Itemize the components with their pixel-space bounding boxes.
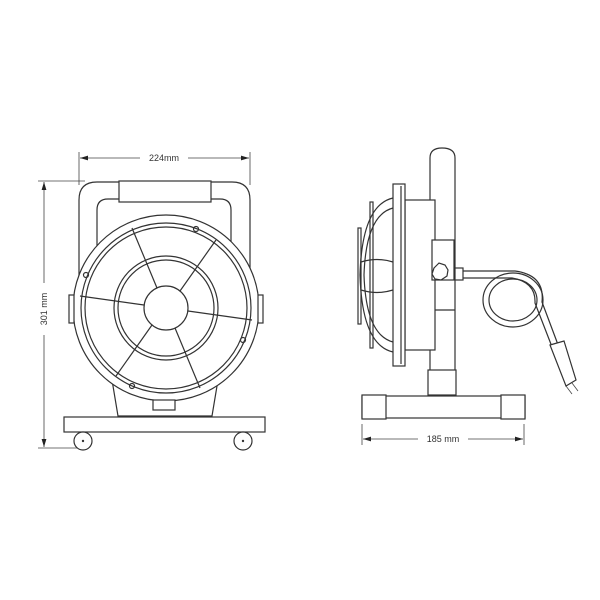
lamp-housing (72, 214, 260, 402)
height-dimension: 301 mm (38, 180, 85, 449)
adjust-knob (431, 262, 449, 281)
side-view: 185 mm (357, 147, 579, 445)
lamp-rim (392, 183, 406, 367)
guard-bars (79, 227, 253, 389)
depth-dimension: 185 mm (361, 424, 525, 445)
lamp-back (404, 199, 436, 351)
lens-center (143, 285, 189, 331)
depth-label: 185 mm (427, 434, 460, 444)
plug (549, 340, 577, 387)
cable-gland (152, 399, 176, 411)
screws (82, 225, 247, 390)
base-plate (63, 416, 266, 433)
width-label: 224mm (149, 153, 179, 163)
height-label: 301 mm (39, 293, 49, 326)
front-view: 224mm 301 mm (38, 152, 266, 451)
handle-grip (118, 180, 212, 203)
power-cord (454, 267, 561, 353)
lamp-cage (357, 197, 394, 353)
width-dimension: 224mm (78, 152, 251, 185)
